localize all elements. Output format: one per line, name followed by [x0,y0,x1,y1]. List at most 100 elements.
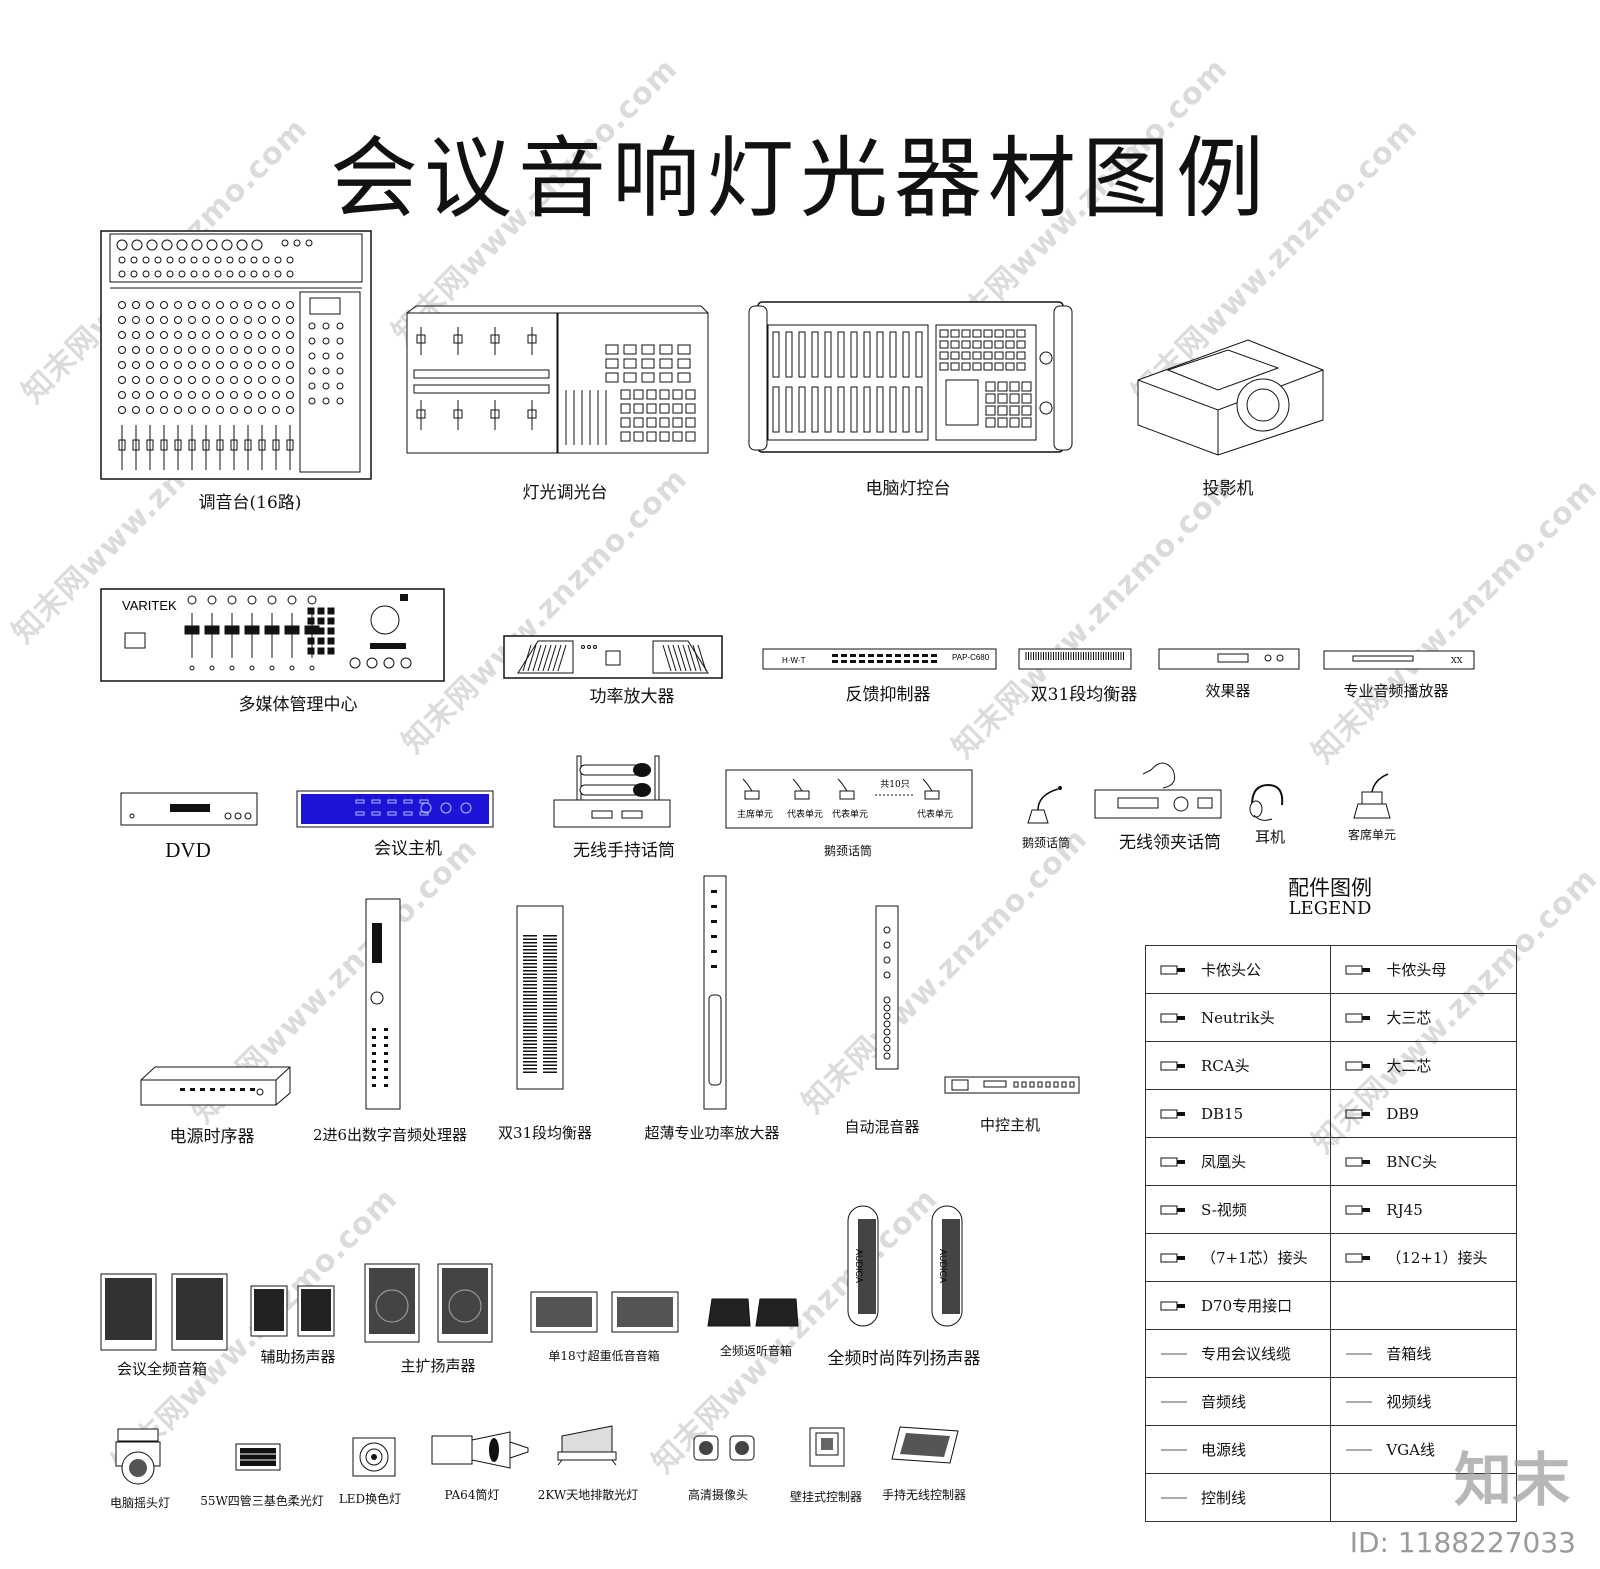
device-label: 电脑灯控台 [865,479,951,499]
power-amplifier-icon [503,635,723,679]
handheld-wireless-controller-icon [891,1426,959,1464]
legend-label: 电源线 [1201,1441,1247,1459]
svg-text:主席单元: 主席单元 [737,808,773,820]
legend-label: 专用会议线缆 [1201,1345,1292,1363]
cyclorama-light-icon [557,1425,617,1466]
legend-label: DB15 [1201,1104,1244,1123]
device-label: 灯光调光台 [522,483,608,503]
auxiliary-speaker-icon [250,1285,335,1337]
device-label: 中控主机 [979,1116,1041,1134]
device-label: 超薄专业功率放大器 [644,1124,780,1142]
auto-mixer-icon [875,905,899,1070]
device-label: LED换色灯 [338,1492,402,1506]
legend-cell: 视频线 [1330,1377,1517,1426]
device-label: 双31段均衡器 [497,1124,593,1142]
cable-line-icon [1146,1400,1201,1404]
xlr-female-icon [1331,963,1386,977]
legend-label: 音频线 [1201,1393,1247,1411]
effects-processor-icon [1158,648,1300,670]
gooseneck-mic-system-icon: 主席单元 代表单元 代表单元 代表单元 共10只 [725,769,973,829]
legend-cell: （7+1芯）接头 [1144,1233,1332,1282]
phoenix-icon [1146,1155,1201,1169]
device-label: 投影机 [1202,479,1254,499]
legend-label: 大二芯 [1386,1057,1432,1075]
model-text: PAP-C680 [952,653,990,662]
central-control-host-icon [944,1076,1080,1094]
legend-label: RCA头 [1201,1057,1250,1075]
device-label: 主扩扬声器 [400,1357,476,1375]
cable-line-icon [1146,1352,1201,1356]
power-sequencer-icon [140,1066,291,1106]
legend-cell: DB15 [1144,1089,1332,1138]
rj45-icon [1331,1203,1386,1217]
legend-cell: BNC头 [1330,1137,1517,1186]
brand-text: VARITEK [122,598,177,613]
device-label: 单18寸超重低音音箱 [548,1349,660,1363]
device-label: 电源时序器 [169,1127,255,1147]
legend-cell: RJ45 [1330,1185,1517,1234]
legend-label: 卡侬头公 [1201,961,1262,979]
guest-unit-icon [1353,773,1391,819]
pa64-can-light-icon [431,1431,529,1469]
legend-title: 配件图例 [1288,876,1372,900]
device-label: 电脑摇头灯 [109,1496,171,1510]
legend-label: Neutrik头 [1201,1009,1275,1027]
legend-cell: RCA头 [1144,1041,1332,1090]
legend-table: 卡侬头公 卡侬头母 Neutrik头 大三芯 RCA头 大二芯 DB15 DB9 凤凰头 BNC头… [1144,945,1517,1522]
mixer-icon [100,230,372,480]
audio-player-icon: XX [1323,650,1475,670]
legend-label: 大三芯 [1386,1009,1432,1027]
d70-connector-icon [1146,1299,1201,1313]
main-speaker-icon [364,1263,493,1343]
device-label: 调音台(16路) [198,493,302,513]
dual-31-band-equalizer-icon [1018,648,1132,670]
device-label: 高清摄像头 [687,1488,749,1502]
legend-cell: 音箱线 [1330,1329,1517,1378]
db9-icon [1331,1107,1386,1121]
legend-cell: Neutrik头 [1144,993,1332,1042]
device-label: 2进6出数字音频处理器 [312,1126,468,1144]
svg-text:AUDICA: AUDICA [854,1249,864,1283]
ts-jack-icon [1331,1059,1386,1073]
monitor-speaker-icon [707,1298,799,1327]
lighting-dimmer-console-icon [406,305,709,454]
legend-label: DB9 [1386,1104,1419,1123]
device-label: 辅助扬声器 [260,1348,336,1366]
db15-icon [1146,1107,1201,1121]
legend-cell: S-视频 [1144,1185,1332,1234]
device-label: 专业音频播放器 [1343,682,1449,700]
device-label: 客席单元 [1347,828,1397,842]
bnc-icon [1331,1155,1386,1169]
watermark: 知末网www.znzmo.com [1305,471,1600,771]
rca-icon [1146,1059,1201,1073]
device-label: 功率放大器 [589,687,675,707]
legend-label: （7+1芯）接头 [1201,1249,1308,1267]
svg-text:代表单元: 代表单元 [832,808,868,820]
conference-host-icon [296,790,494,828]
wireless-lavalier-mic-icon [1094,762,1222,819]
device-label: 壁挂式控制器 [789,1490,863,1504]
feedback-suppressor-icon: H·W·T PAP-C680 [762,648,997,670]
conference-fullrange-speaker-icon [100,1273,228,1351]
headphone-icon [1249,783,1284,821]
cable-line-icon [1331,1400,1386,1404]
multimedia-center-icon: VARITEK [100,588,445,682]
legend-label: 凤凰头 [1201,1153,1247,1171]
device-label: 多媒体管理中心 [238,695,358,715]
legend-label: 卡侬头母 [1386,961,1447,979]
device-label: 手持无线控制器 [881,1488,967,1502]
device-label: 反馈抑制器 [845,685,931,705]
svg-text:代表单元: 代表单元 [917,808,953,820]
legend-cell: 音频线 [1144,1377,1332,1426]
legend-label: RJ45 [1386,1200,1423,1219]
cable-line-icon [1146,1496,1201,1500]
device-label: 双31段均衡器 [1030,685,1138,705]
legend-cell: VGA线 [1330,1425,1517,1474]
legend-cell: 电源线 [1144,1425,1332,1474]
projector-icon [1137,339,1324,456]
device-label: 2KW天地排散光灯 [537,1488,639,1502]
subwoofer-icon [530,1291,679,1333]
device-label: 无线手持话筒 [573,841,675,861]
digital-audio-processor-icon [365,898,401,1110]
legend-label: VGA线 [1386,1441,1435,1459]
